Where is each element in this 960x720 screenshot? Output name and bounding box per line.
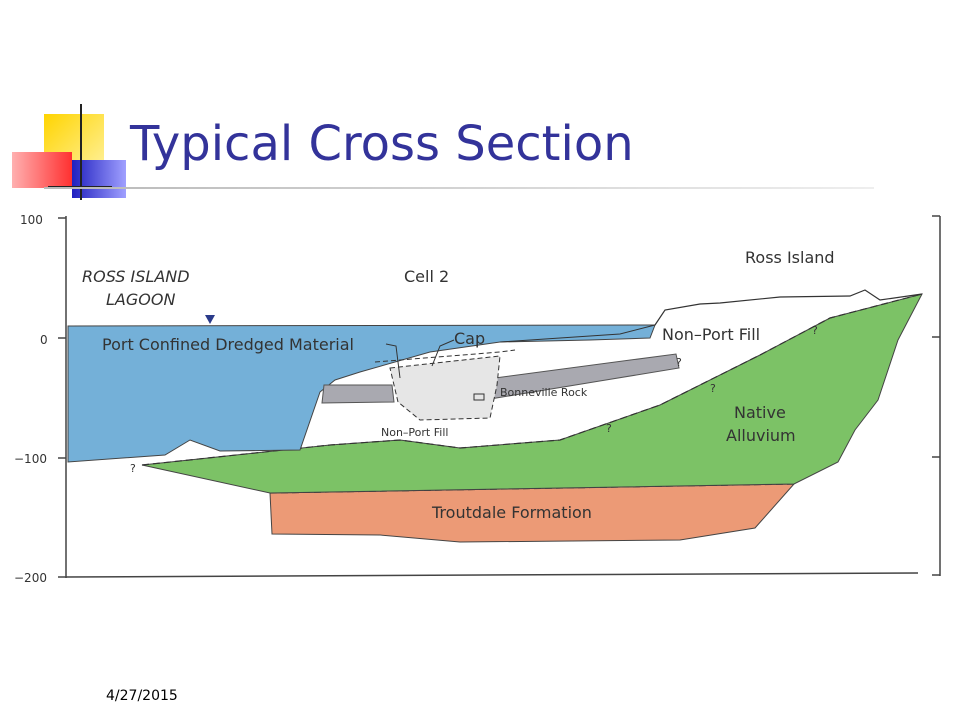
label-cell: Cell 2 bbox=[404, 267, 449, 286]
label-non-port-fill-lower: Non–Port Fill bbox=[381, 426, 448, 439]
decor-vertical-line bbox=[80, 104, 82, 200]
ross-island-surface bbox=[654, 289, 923, 326]
slide-date: 4/27/2015 bbox=[106, 688, 178, 704]
label-native: Native bbox=[734, 403, 786, 422]
decor-red-square bbox=[12, 152, 72, 188]
troutdale-formation-layer bbox=[269, 483, 796, 543]
label-lagoon-line2: LAGOON bbox=[106, 290, 175, 309]
question-mark-low: ? bbox=[606, 422, 612, 435]
depth-axis bbox=[58, 215, 941, 578]
cap-leader-line bbox=[431, 339, 455, 367]
tick-label-0: 0 bbox=[40, 333, 48, 347]
question-mark-upper: ? bbox=[676, 356, 682, 369]
tick-label-minus-200: −200 bbox=[14, 571, 47, 585]
label-bonneville-rock: Bonneville Rock bbox=[500, 386, 588, 399]
title-rule bbox=[44, 187, 874, 189]
non-port-fill-slope bbox=[499, 324, 656, 343]
tick-label-100: 100 bbox=[20, 213, 43, 227]
cap-marker bbox=[473, 393, 485, 401]
label-port-confined: Port Confined Dredged Material bbox=[102, 335, 354, 354]
label-lagoon-line1: ROSS ISLAND bbox=[82, 267, 190, 286]
label-cap: Cap bbox=[454, 329, 485, 348]
cap-cell bbox=[389, 355, 501, 421]
dredged-material-layer bbox=[67, 324, 656, 463]
tick-label-minus-100: −100 bbox=[14, 452, 47, 466]
label-alluvium: Alluvium bbox=[726, 426, 796, 445]
question-mark-left: ? bbox=[130, 462, 136, 475]
slide-title: Typical Cross Section bbox=[130, 116, 634, 172]
cap-dashed-outline bbox=[374, 349, 516, 363]
label-ross-island: Ross Island bbox=[745, 248, 835, 267]
water-level-icon bbox=[205, 315, 215, 324]
question-mark-mid: ? bbox=[710, 382, 716, 395]
label-non-port-fill-upper: Non–Port Fill bbox=[662, 325, 760, 344]
bonneville-rock-band bbox=[321, 384, 395, 404]
alluvium-contact-line bbox=[141, 293, 923, 466]
port-confined-leader-line bbox=[385, 343, 401, 379]
question-mark-top: ? bbox=[812, 324, 818, 337]
label-troutdale: Troutdale Formation bbox=[431, 503, 592, 522]
